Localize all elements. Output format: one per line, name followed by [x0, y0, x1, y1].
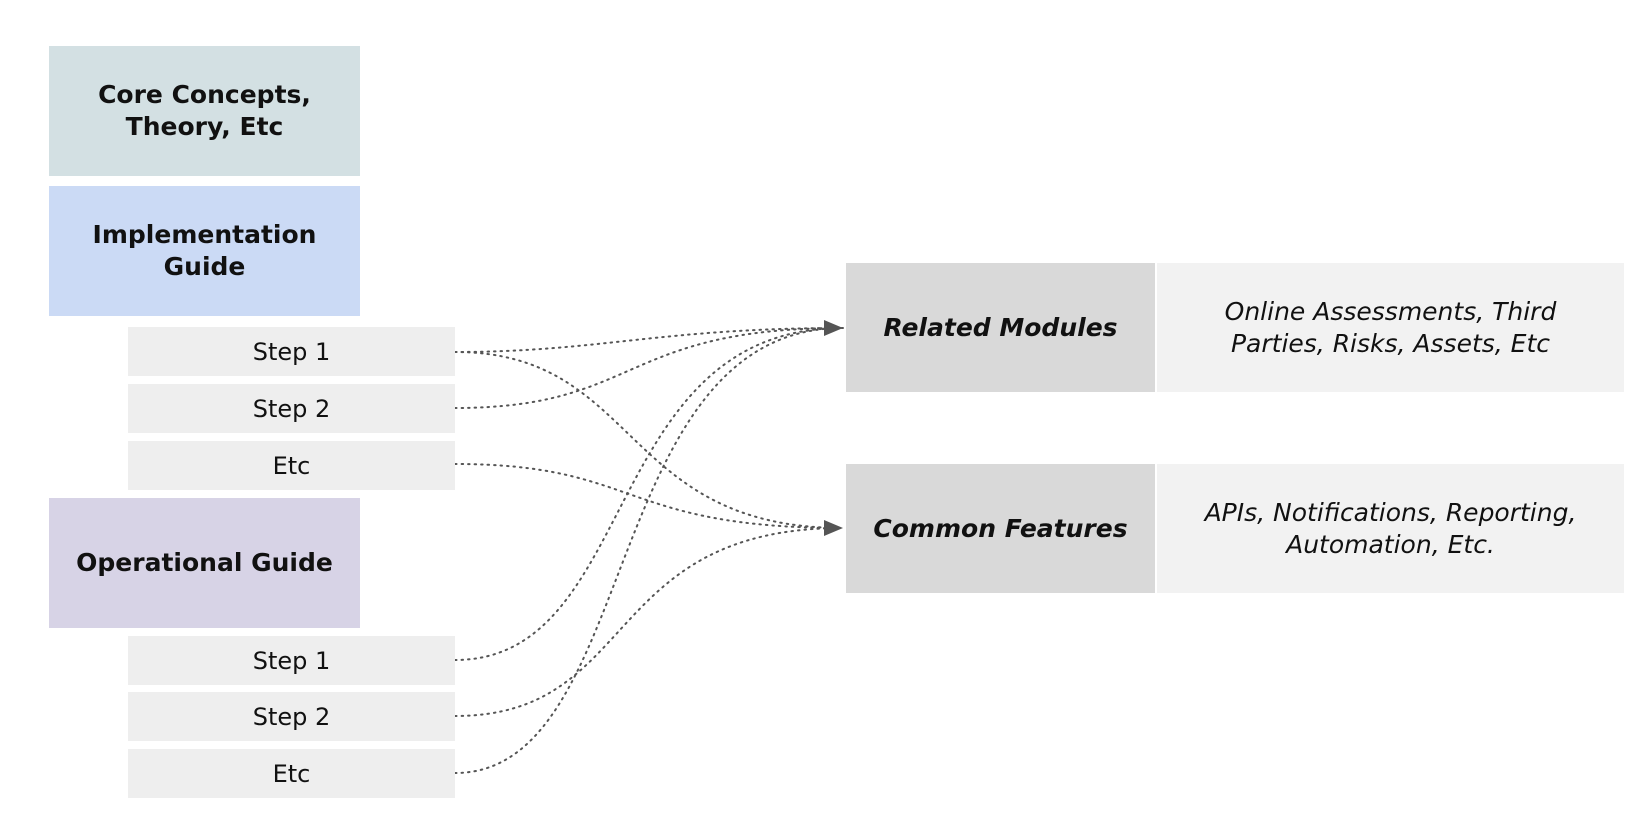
core-concepts-label: Core Concepts, Theory, Etc [98, 80, 311, 141]
connector-oper-step2-to-common [454, 527, 844, 717]
operational-step-1: Step 1 [128, 636, 455, 685]
operational-step-2-label: Step 2 [252, 702, 331, 731]
connector-oper-etc-to-related [454, 327, 844, 774]
related-modules-title: Related Modules [883, 313, 1118, 342]
implementation-step-1-label: Step 1 [252, 337, 331, 366]
connector-impl-step1-to-related [454, 327, 844, 353]
connector-impl-etc-to-common [454, 463, 844, 529]
implementation-step-2-label: Step 2 [252, 394, 331, 423]
core-concepts-box: Core Concepts, Theory, Etc [49, 46, 360, 176]
implementation-step-2: Step 2 [128, 384, 455, 433]
operational-guide-box: Operational Guide [49, 498, 360, 628]
operational-step-etc-label: Etc [272, 759, 311, 788]
common-features-title: Common Features [873, 514, 1128, 543]
operational-guide-label: Operational Guide [76, 548, 333, 577]
connector-impl-step1-to-common [454, 351, 844, 529]
implementation-step-etc-label: Etc [272, 451, 311, 480]
operational-step-2: Step 2 [128, 692, 455, 741]
connector-oper-step1-to-related [454, 327, 844, 661]
operational-step-1-label: Step 1 [252, 646, 331, 675]
common-features-box: Common Features [846, 464, 1155, 593]
implementation-step-etc: Etc [128, 441, 455, 490]
arrow-to-common-features [824, 520, 843, 536]
operational-step-etc: Etc [128, 749, 455, 798]
implementation-guide-label: Implementation Guide [92, 220, 317, 281]
related-modules-description-box: Online Assessments, Third Parties, Risks… [1157, 263, 1624, 392]
connector-impl-step2-to-related [454, 327, 844, 409]
common-features-description: APIs, Notifications, Reporting, Automati… [1204, 497, 1577, 559]
related-modules-box: Related Modules [846, 263, 1155, 392]
common-features-description-box: APIs, Notifications, Reporting, Automati… [1157, 464, 1624, 593]
implementation-step-1: Step 1 [128, 327, 455, 376]
implementation-guide-box: Implementation Guide [49, 186, 360, 316]
arrow-to-related-modules [824, 320, 843, 336]
related-modules-description: Online Assessments, Third Parties, Risks… [1224, 296, 1557, 358]
